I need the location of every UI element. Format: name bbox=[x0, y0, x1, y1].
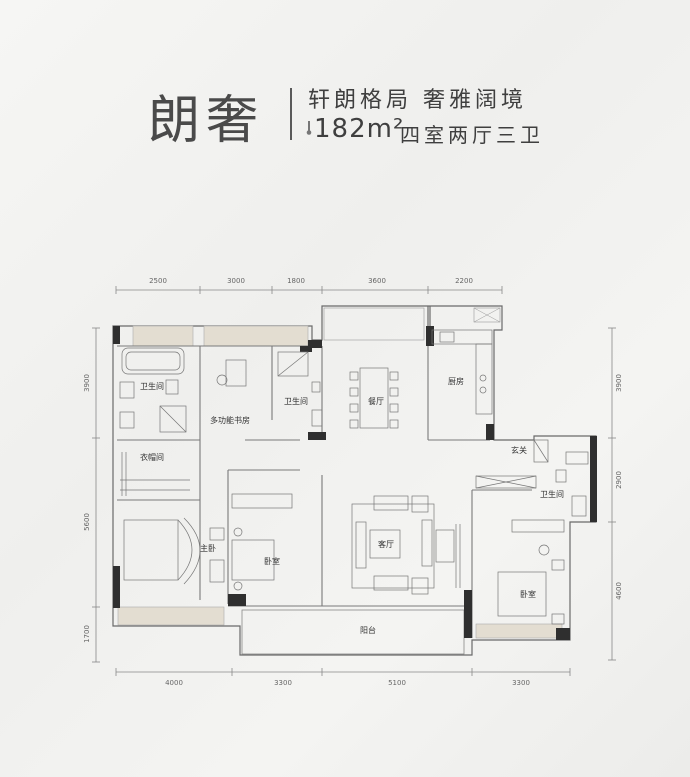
bottom-dim-1: 4000 bbox=[165, 679, 183, 687]
top-dim-2: 3000 bbox=[227, 277, 245, 285]
top-dim-3: 1800 bbox=[287, 277, 305, 285]
label-bedroom2: 卧室 bbox=[520, 589, 536, 599]
bottom-dimensions: 4000 3300 5100 3300 bbox=[115, 668, 571, 687]
header: 朗奢 轩朗格局 奢雅阔境 182m² 四室两厅三卫 bbox=[0, 0, 690, 151]
label-living: 客厅 bbox=[378, 539, 394, 549]
top-dim-4: 3600 bbox=[368, 277, 386, 285]
tagline: 轩朗格局 奢雅阔境 bbox=[308, 88, 527, 113]
label-dining: 餐厅 bbox=[368, 397, 384, 406]
label-entry: 玄关 bbox=[511, 445, 527, 455]
right-dim-1: 3900 bbox=[615, 374, 623, 392]
top-dim-1: 2500 bbox=[149, 277, 167, 285]
area-value: 182m² bbox=[314, 114, 405, 144]
title-main: 朗奢 bbox=[148, 91, 265, 151]
interior-walls bbox=[117, 345, 532, 638]
top-dimensions: 2500 3000 1800 3600 2200 bbox=[115, 277, 503, 294]
bottom-dim-4: 3300 bbox=[512, 679, 530, 687]
title-divider bbox=[290, 88, 292, 140]
room-labels: 卫生间 多功能书房 卫生间 餐厅 厨房 衣帽间 主卧 卧室 客厅 玄关 卫生间 … bbox=[140, 376, 564, 635]
label-bath1: 卫生间 bbox=[140, 381, 164, 391]
fixtures bbox=[119, 329, 589, 625]
top-dim-5: 2200 bbox=[455, 277, 473, 285]
label-balcony: 阳台 bbox=[360, 625, 376, 635]
left-dim-1: 3900 bbox=[83, 374, 91, 392]
right-dim-3: 4600 bbox=[615, 582, 623, 600]
left-dimensions: 3900 5600 1700 bbox=[83, 327, 100, 663]
thermometer-icon bbox=[306, 121, 312, 135]
area-label: 182m² bbox=[314, 114, 404, 144]
label-bedroom1: 卧室 bbox=[264, 556, 280, 566]
label-kitchen: 厨房 bbox=[448, 376, 464, 386]
label-closet: 衣帽间 bbox=[140, 452, 164, 462]
left-dim-3: 1700 bbox=[83, 625, 91, 643]
label-bath3: 卫生间 bbox=[540, 489, 564, 499]
walls bbox=[112, 305, 597, 656]
right-dimensions: 3900 2900 4600 bbox=[608, 327, 623, 661]
left-dim-2: 5600 bbox=[83, 513, 91, 531]
right-dim-2: 2900 bbox=[615, 471, 623, 489]
label-bath2: 卫生间 bbox=[284, 396, 308, 406]
wall-columns bbox=[113, 326, 597, 640]
bottom-dim-3: 5100 bbox=[388, 679, 406, 687]
label-master: 主卧 bbox=[200, 543, 216, 553]
bottom-dim-2: 3300 bbox=[274, 679, 292, 687]
label-study: 多功能书房 bbox=[210, 415, 250, 425]
layout-type: 四室两厅三卫 bbox=[400, 125, 544, 147]
